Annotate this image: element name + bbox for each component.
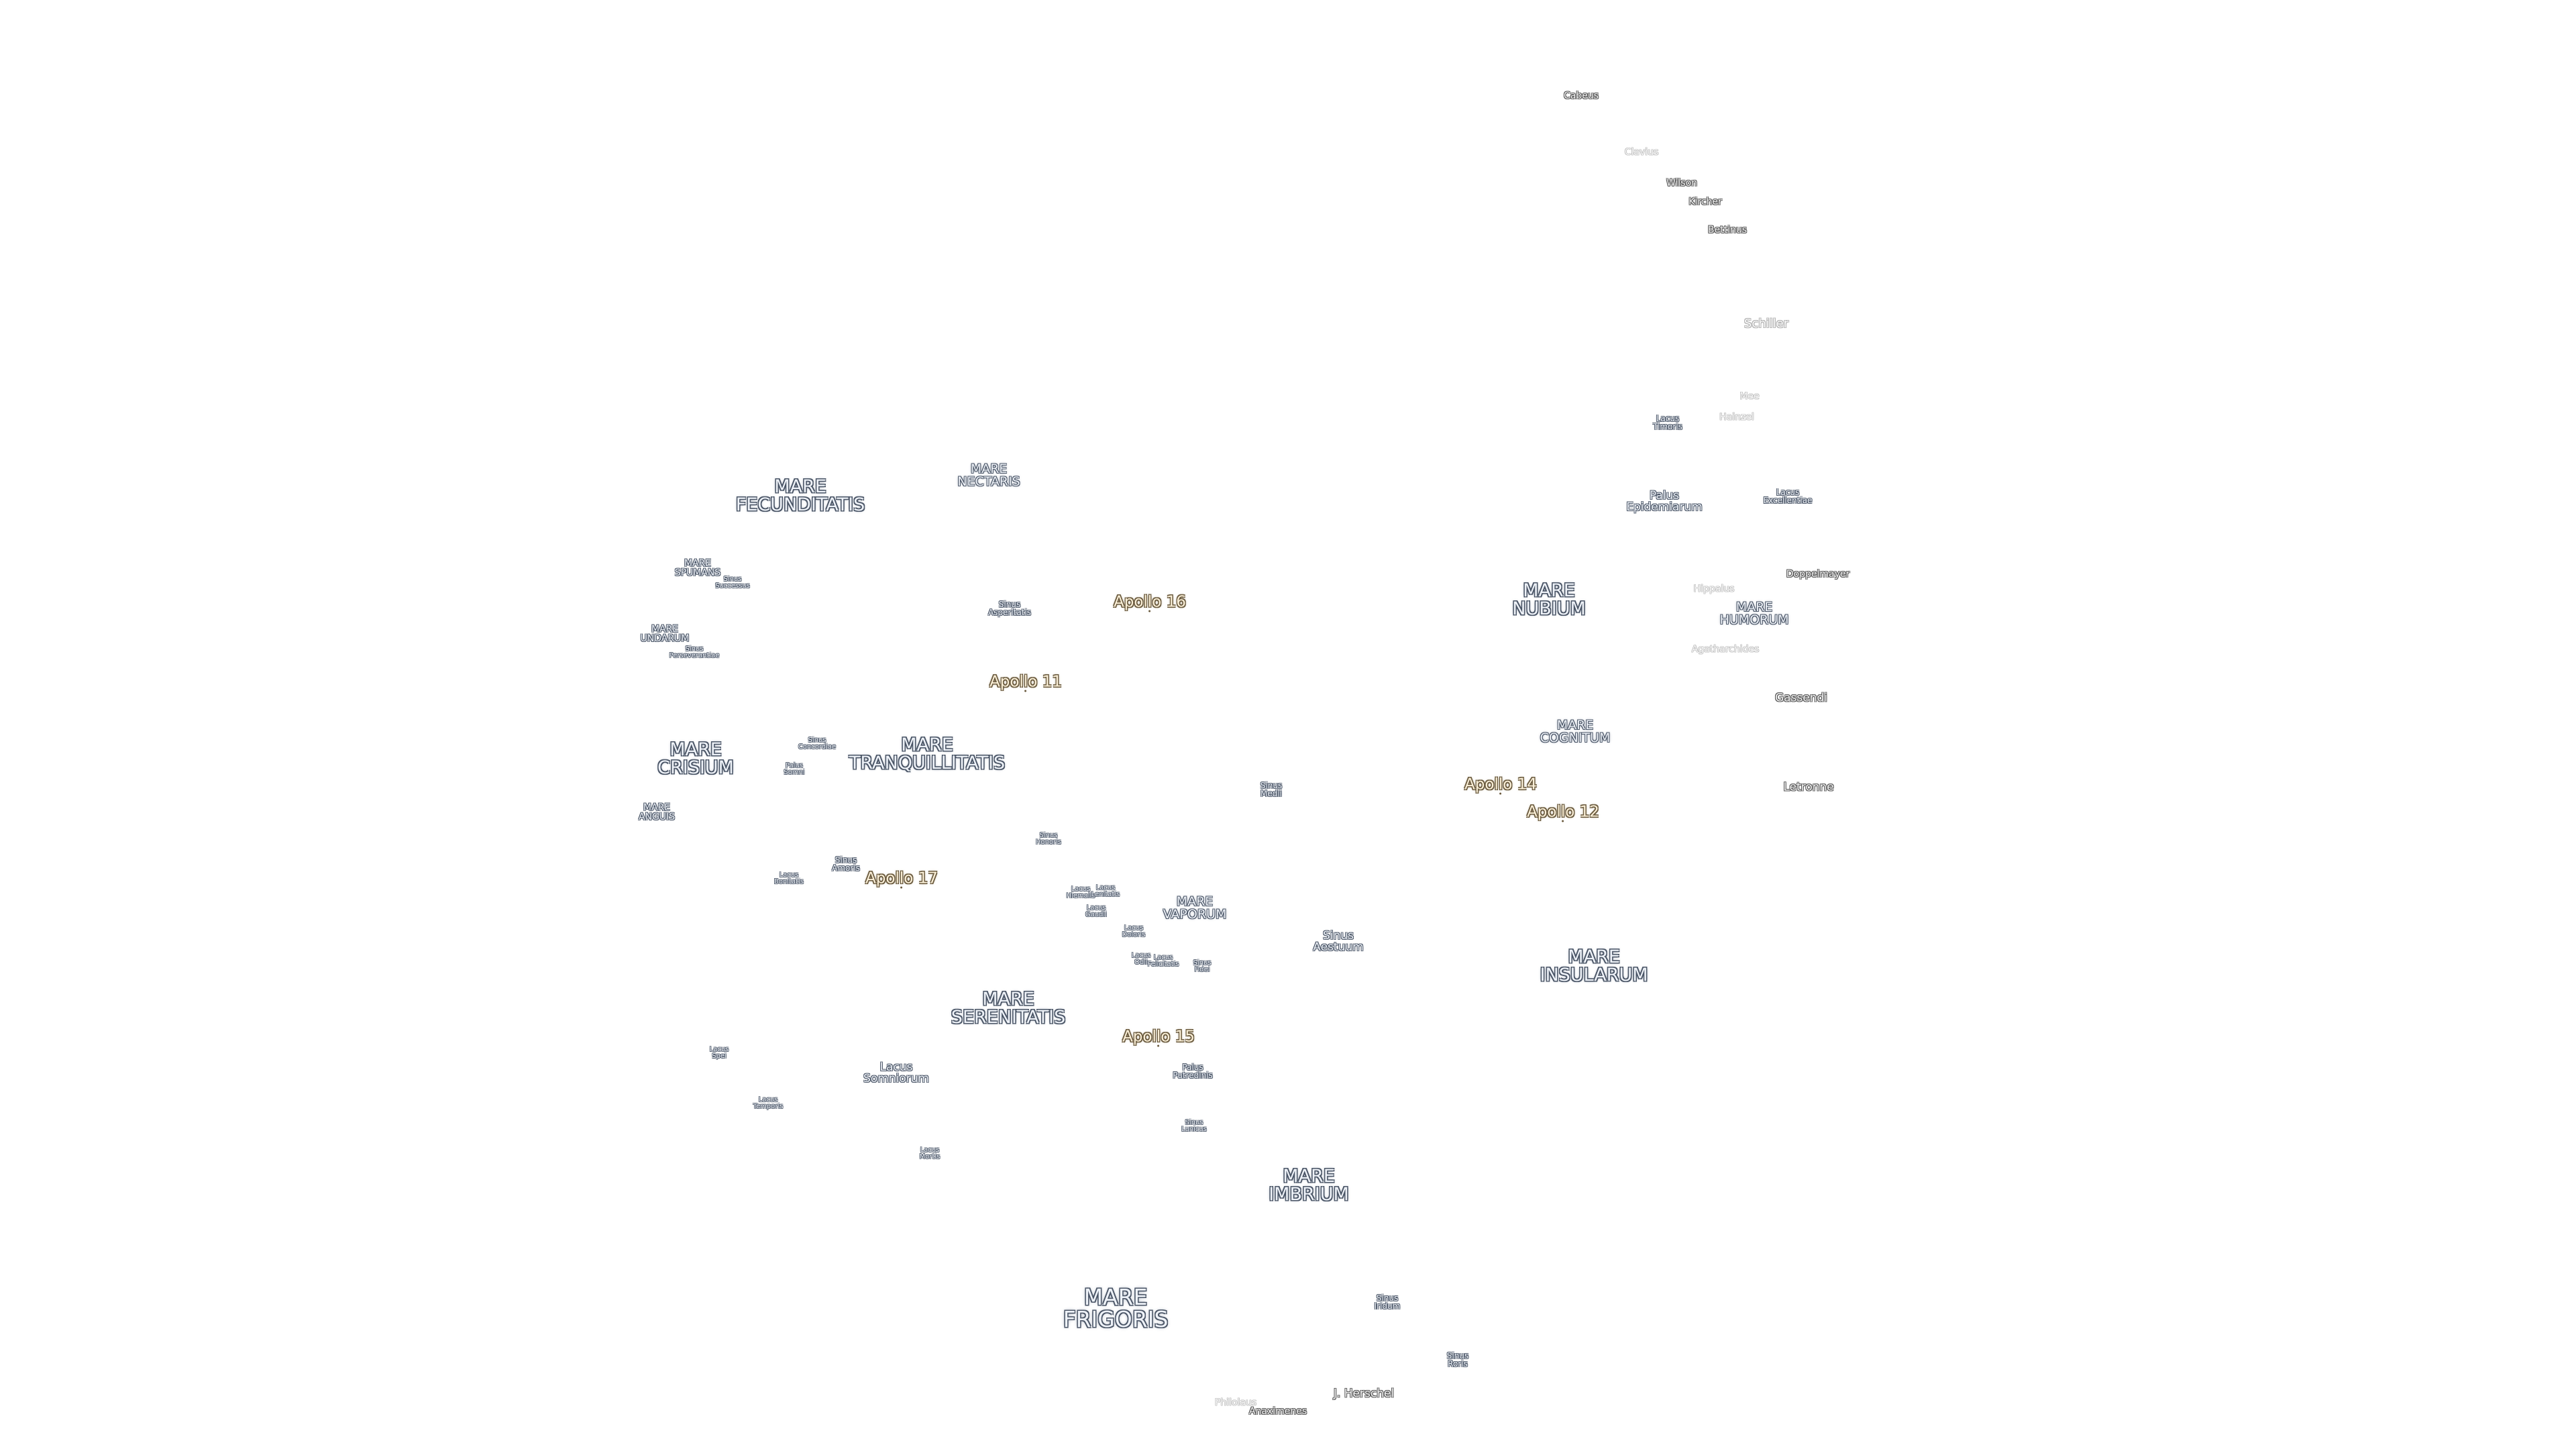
feature-label: Sinus Amoris (832, 855, 860, 873)
apollo-landing-site: Apollo 12 (1527, 803, 1599, 822)
feature-label: Sinus Roris (1446, 1351, 1469, 1368)
feature-label: Mee (1739, 391, 1760, 402)
feature-label: Gassendi (1774, 691, 1828, 705)
feature-label: Lacus Felicitatis (1147, 954, 1179, 968)
feature-label: Philolaus (1214, 1397, 1257, 1408)
feature-label: Clavius (1624, 147, 1659, 158)
feature-label: MARE FRIGORIS (1063, 1284, 1169, 1332)
feature-label: Lacus Lenitatis (1091, 884, 1120, 898)
apollo-landing-site: Apollo 11 (989, 673, 1062, 692)
feature-label: Lacus Somniorum (863, 1061, 929, 1085)
feature-label: Lacus Timoris (1653, 414, 1682, 431)
feature-label: MARE IMBRIUM (1269, 1166, 1349, 1205)
feature-label: Hainzel (1719, 412, 1754, 423)
feature-label: Bettinus (1707, 225, 1748, 235)
feature-label: Letronne (1783, 780, 1834, 794)
feature-label: Palus Somni (784, 762, 805, 776)
feature-label: Sinus Asperitatis (987, 600, 1032, 617)
feature-label: MARE CRISIUM (657, 739, 734, 778)
apollo-landing-site: Apollo 14 (1464, 775, 1537, 795)
feature-label: MARE TRANQUILLITATIS (849, 735, 1006, 773)
feature-label: Schiller (1743, 317, 1789, 331)
apollo-landing-site: Apollo 16 (1114, 593, 1186, 612)
feature-label: Sinus Concordiae (798, 737, 837, 751)
feature-label: Agatharchides (1691, 644, 1760, 655)
feature-label: Lacus Hiemalis (1066, 885, 1095, 900)
feature-label: MARE HUMORUM (1719, 600, 1789, 627)
feature-label: MARE ANGUIS (638, 802, 676, 822)
feature-label: Sinus Honoris (1035, 832, 1062, 846)
feature-label: Sinus Fidei (1193, 959, 1212, 973)
feature-label: Sinus Perseverantiae (669, 645, 720, 659)
feature-label: Lacus Bonitatis (773, 871, 804, 885)
feature-label: MARE VAPORUM (1163, 894, 1227, 922)
apollo-landing-site: Apollo 17 (865, 869, 938, 889)
feature-label: Sinus Lunicus (1181, 1119, 1207, 1133)
feature-label: Lacus Odii (1131, 952, 1151, 966)
feature-label: MARE COGNITUM (1540, 718, 1611, 745)
feature-label: Sinus Successus (715, 576, 750, 590)
feature-label: MARE FECUNDITATIS (735, 476, 865, 515)
feature-label: Lacus Excellentiae (1763, 488, 1813, 505)
feature-label: Cabeus (1563, 91, 1599, 101)
feature-label: Sinus Medii (1260, 781, 1283, 798)
feature-label: MARE NUBIUM (1512, 580, 1586, 619)
feature-label: J. Herschel (1333, 1387, 1395, 1401)
feature-label: Lacus Doloris (1122, 924, 1146, 938)
feature-label: MARE NECTARIS (957, 462, 1020, 489)
feature-label: Hippalus (1693, 584, 1735, 594)
feature-label: Lacus Gaudii (1085, 904, 1108, 918)
apollo-landing-site: Apollo 15 (1122, 1028, 1195, 1047)
feature-label: Kircher (1688, 197, 1722, 207)
feature-label: Wilson (1666, 178, 1698, 189)
feature-label: Palus Epidemiarum (1626, 489, 1703, 514)
feature-label: Sinus Iridum (1374, 1293, 1401, 1311)
feature-label: Sinus Aestuum (1313, 929, 1364, 954)
feature-label: MARE INSULARUM (1540, 947, 1648, 985)
feature-label: MARE UNDARUM (640, 624, 690, 644)
feature-label: MARE SPUMANS (674, 558, 721, 578)
feature-label: Doppelmayer (1786, 569, 1850, 580)
feature-label: Lacus Spei (709, 1046, 729, 1060)
feature-label: Anaximenes (1248, 1406, 1307, 1417)
feature-label: MARE SERENITATIS (951, 989, 1066, 1028)
feature-label: Palus Putredinis (1173, 1063, 1213, 1080)
feature-label: Lacus Temporis (753, 1096, 784, 1110)
feature-label: Lacus Mortis (919, 1146, 941, 1161)
